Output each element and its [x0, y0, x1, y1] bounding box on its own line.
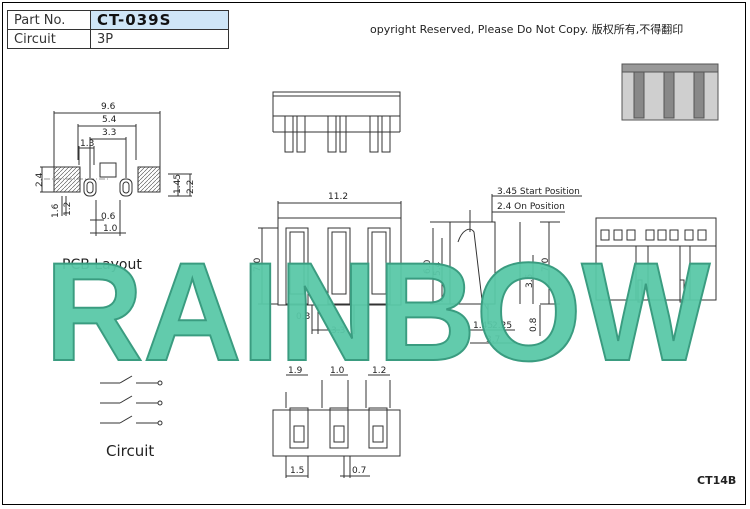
- top-view-drawing: [272, 91, 401, 153]
- circuit-row: Circuit 3P: [7, 29, 229, 49]
- dim-2-2: 2.2: [186, 180, 196, 194]
- dim-0-7: 0.7: [352, 466, 366, 476]
- spec-table: Part No. CT-039S Circuit 3P: [7, 10, 229, 49]
- bottom-view-drawing: [272, 374, 401, 478]
- dim-2-4: 2.4: [35, 172, 45, 187]
- dim-3-3-front: 3.3: [331, 326, 345, 336]
- dim-6-0: 6.0: [423, 259, 433, 274]
- dim-1-0-bottom: 1.0: [330, 366, 345, 376]
- dim-1-0: 1.0: [103, 224, 118, 234]
- dim-1-5: 1.5: [290, 466, 304, 476]
- dim-1-2: 1.2: [63, 202, 73, 216]
- dim-7-0-side: 7.0: [541, 257, 551, 272]
- dim-1-45-side: 1.45: [473, 321, 493, 331]
- dim-0-3: 0.3: [296, 312, 310, 322]
- dim-3-7: 3.7: [486, 335, 500, 345]
- dim-0-8: 0.8: [529, 317, 539, 332]
- model-code: CT14B: [697, 474, 737, 487]
- dim-1-2-bottom: 1.2: [372, 366, 386, 376]
- circuit-value: 3P: [90, 29, 229, 49]
- dim-3-5: 3.5: [525, 274, 535, 288]
- circuit-label: Circuit: [7, 29, 91, 49]
- dim-1-9: 1.9: [288, 366, 303, 376]
- dim-start-position: 3.45 Start Position: [497, 187, 580, 197]
- dim-2-25: 2.25: [492, 321, 512, 331]
- side-view-drawing: [430, 194, 582, 344]
- right-view-drawing: [595, 217, 717, 303]
- front-view-drawing: [258, 201, 402, 334]
- dim-7-0-front: 7.0: [253, 257, 263, 272]
- part-no-row: Part No. CT-039S: [7, 10, 229, 30]
- dim-5-4: 5.4: [102, 115, 117, 125]
- dim-3-3: 3.3: [102, 128, 116, 138]
- pcb-layout-label: PCB Layout: [62, 257, 142, 273]
- connector-3d-thumbnail: [621, 63, 719, 121]
- dim-1-6: 1.6: [51, 203, 61, 218]
- dim-11-2: 11.2: [328, 192, 348, 202]
- dim-1-3: 1.3: [80, 139, 94, 149]
- pcb-layout-drawing: [40, 111, 192, 236]
- copyright-notice: opyright Reserved, Please Do Not Copy. 版…: [370, 23, 684, 36]
- circuit-section-label: Circuit: [106, 442, 155, 460]
- dim-1-45: 1.45: [173, 174, 183, 194]
- dim-5-4-side: 5.4: [433, 261, 443, 276]
- dim-9-6: 9.6: [101, 102, 116, 112]
- dim-on-position: 2.4 On Position: [497, 202, 565, 212]
- dim-0-6: 0.6: [101, 212, 116, 222]
- circuit-symbol: [100, 375, 163, 426]
